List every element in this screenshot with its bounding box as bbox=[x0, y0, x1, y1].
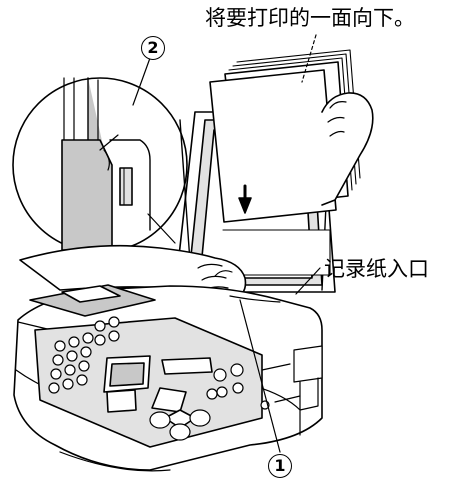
zoom-inset bbox=[12, 77, 188, 253]
callout-one-leader bbox=[239, 299, 281, 453]
face-down-instruction: 将要打印的一面向下。 bbox=[205, 6, 415, 30]
paper-stack bbox=[209, 49, 361, 276]
right-hand bbox=[321, 92, 374, 206]
callout-two: 2 bbox=[141, 36, 165, 60]
paper-entrance-label: 记录纸入口 bbox=[324, 257, 429, 281]
callout-one: 1 bbox=[268, 454, 292, 478]
function-buttons bbox=[149, 363, 244, 441]
keypad bbox=[48, 316, 120, 394]
instruction-leader bbox=[301, 34, 317, 83]
